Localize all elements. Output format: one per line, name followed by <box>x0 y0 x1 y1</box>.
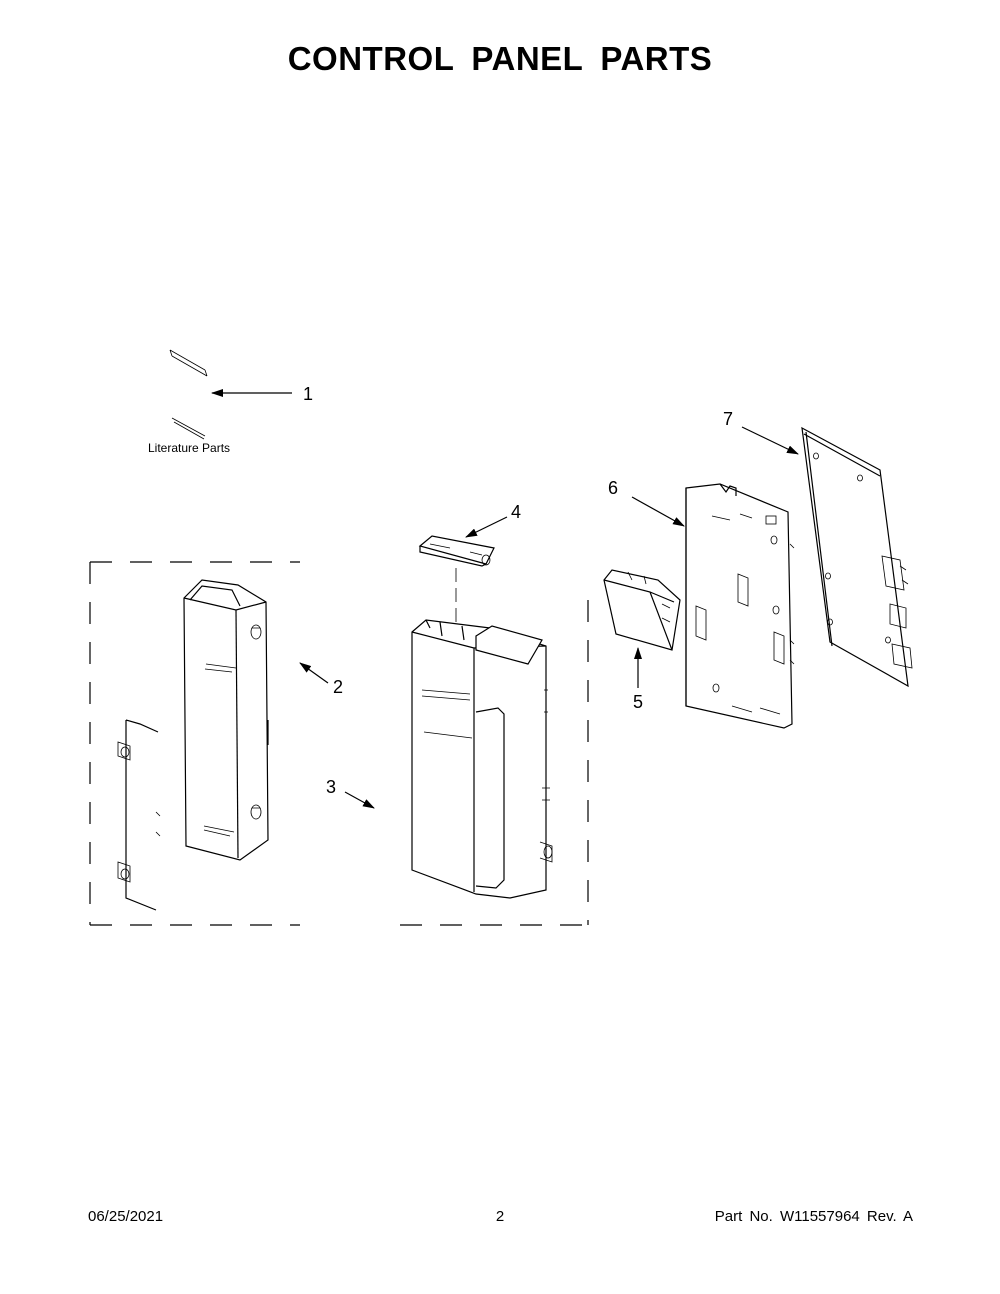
callout-3: 3 <box>326 777 336 797</box>
clip-part-4 <box>418 535 495 567</box>
assembly-boundary <box>89 561 589 926</box>
control-board-part-7 <box>801 426 913 688</box>
page-title: CONTROL PANEL PARTS <box>287 40 713 77</box>
callout-arrow-4 <box>465 516 508 538</box>
callout-arrow-2 <box>299 662 329 684</box>
literature-parts-illustration <box>169 349 208 440</box>
callout-7: 7 <box>723 409 733 429</box>
callout-1: 1 <box>303 384 313 404</box>
mounting-plate-part-6 <box>685 483 795 729</box>
callout-arrow-3 <box>344 791 375 809</box>
callout-2: 2 <box>333 677 343 697</box>
footer-part-number: Part No. W11557964 Rev. A <box>714 1208 913 1225</box>
callout-5: 5 <box>633 692 643 712</box>
callout-4: 4 <box>511 502 521 522</box>
control-panel-frame-part-2 <box>117 579 269 911</box>
callout-arrow-7 <box>741 426 799 455</box>
callout-6: 6 <box>608 478 618 498</box>
callout-arrow-6 <box>631 496 685 527</box>
control-panel-housing-part-3 <box>411 619 553 899</box>
literature-parts-label: Literature Parts <box>148 441 230 455</box>
module-part-5 <box>603 569 681 651</box>
footer-date: 06/25/2021 <box>88 1208 164 1225</box>
footer-page-number: 2 <box>495 1208 505 1225</box>
